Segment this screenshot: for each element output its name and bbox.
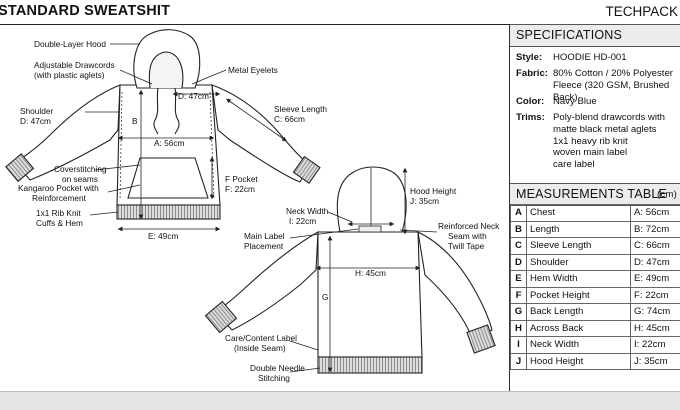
callout-shoulder-l2: D: 47cm bbox=[20, 116, 51, 126]
measure-value: C: 66cm bbox=[631, 238, 680, 255]
measure-value: J: 35cm bbox=[631, 353, 680, 370]
callout-care-l2: (Inside Seam) bbox=[234, 343, 286, 353]
callout-mainlabel-l2: Placement bbox=[244, 241, 284, 251]
measure-name: Chest bbox=[527, 205, 631, 222]
spec-fabric: Fabric: 80% Cotton / 20% Polyester Fleec… bbox=[516, 68, 680, 80]
measure-code: E bbox=[511, 271, 527, 288]
callout-sleeve-l2: C: 66cm bbox=[274, 114, 305, 124]
measure-name: Shoulder bbox=[527, 254, 631, 271]
measure-value: F: 22cm bbox=[631, 287, 680, 304]
measure-name: Neck Width bbox=[527, 337, 631, 354]
measure-name: Hood Height bbox=[527, 353, 631, 370]
spec-panel: SPECIFICATIONS Style: HOODIE HD-001 Fabr… bbox=[509, 24, 680, 391]
measure-name: Length bbox=[527, 221, 631, 238]
callout-double-hood: Double-Layer Hood bbox=[34, 39, 106, 49]
callout-pocket-l1: Kangaroo Pocket with bbox=[18, 183, 99, 193]
callout-care-l1: Care/Content Label bbox=[225, 333, 297, 343]
callout-neck-l2: I: 22cm bbox=[289, 216, 316, 226]
measure-name: Pocket Height bbox=[527, 287, 631, 304]
callout-reinforced-l3: Twill Tape bbox=[448, 241, 485, 251]
callout-fpocket-l2: F: 22cm bbox=[225, 184, 255, 194]
callout-fpocket-l1: F Pocket bbox=[225, 174, 258, 184]
measure-code: I bbox=[511, 337, 527, 354]
callout-hood-l2: J: 35cm bbox=[410, 196, 439, 206]
measure-code: H bbox=[511, 320, 527, 337]
specifications-heading: SPECIFICATIONS bbox=[510, 24, 680, 47]
measure-value: D: 47cm bbox=[631, 254, 680, 271]
callout-reinforced-l1: Reinforced Neck bbox=[438, 221, 500, 231]
callout-sleeve-l1: Sleeve Length bbox=[274, 104, 327, 114]
measure-code: F bbox=[511, 287, 527, 304]
callout-drawcords-l2: (with plastic aglets) bbox=[34, 70, 105, 80]
callout-across: H: 45cm bbox=[355, 268, 386, 278]
callout-cover-l1: Coverstitching bbox=[54, 164, 107, 174]
callout-drawcords-l1: Adjustable Drawcords bbox=[34, 60, 115, 70]
callout-rib-l1: 1x1 Rib Knit bbox=[36, 208, 81, 218]
measure-code: J bbox=[511, 353, 527, 370]
measure-name: Back Length bbox=[527, 304, 631, 321]
spec-style: Style: HOODIE HD-001 bbox=[516, 52, 680, 64]
measure-code: G bbox=[511, 304, 527, 321]
garment-drawings: Double-Layer Hood Adjustable Drawcords (… bbox=[0, 24, 509, 391]
callout-length-b: B bbox=[132, 116, 138, 126]
callout-hood-l1: Hood Height bbox=[410, 186, 457, 196]
measure-value: A: 56cm bbox=[631, 205, 680, 222]
measure-value: I: 22cm bbox=[631, 337, 680, 354]
measurements-heading: MEASUREMENTS TABLE (cm) bbox=[510, 183, 680, 206]
measure-value: H: 45cm bbox=[631, 320, 680, 337]
callout-double-l2: Stitching bbox=[258, 373, 290, 383]
callout-double-l1: Double Needle bbox=[250, 363, 305, 373]
callout-hem: E: 49cm bbox=[148, 231, 179, 241]
callout-back-g: G bbox=[322, 292, 328, 302]
measure-value: B: 72cm bbox=[631, 221, 680, 238]
callout-pocket-l2: Reinforcement bbox=[32, 193, 87, 203]
spec-trims: Trims: Poly-blend drawcords with matte b… bbox=[516, 112, 680, 124]
measure-code: D bbox=[511, 254, 527, 271]
measure-name: Across Back bbox=[527, 320, 631, 337]
callout-eyelets: Metal Eyelets bbox=[228, 65, 278, 75]
measure-name: Sleeve Length bbox=[527, 238, 631, 255]
header-bar: STANDARD SWEATSHIT TECHPACK bbox=[0, 0, 680, 25]
measure-code: A bbox=[511, 205, 527, 222]
callout-mainlabel-l1: Main Label bbox=[244, 231, 285, 241]
callout-reinforced-l2: Seam with bbox=[448, 231, 487, 241]
measure-value: E: 49cm bbox=[631, 271, 680, 288]
callout-shoulder-l1: Shoulder bbox=[20, 106, 53, 116]
measure-name: Hem Width bbox=[527, 271, 631, 288]
callout-chest: A: 56cm bbox=[154, 138, 185, 148]
callout-rib-l2: Cuffs & Hem bbox=[36, 218, 83, 228]
spec-color: Color: Navy Blue bbox=[516, 96, 680, 108]
callout-neck-l1: Neck Width bbox=[286, 206, 329, 216]
footer-bar bbox=[0, 391, 680, 410]
document-title: STANDARD SWEATSHIT bbox=[0, 3, 170, 19]
measure-code: C bbox=[511, 238, 527, 255]
measure-code: B bbox=[511, 221, 527, 238]
techpack-tag: TECHPACK bbox=[605, 4, 678, 19]
callout-shoulder-d: D: 47cm bbox=[178, 91, 209, 101]
measure-value: G: 74cm bbox=[631, 304, 680, 321]
